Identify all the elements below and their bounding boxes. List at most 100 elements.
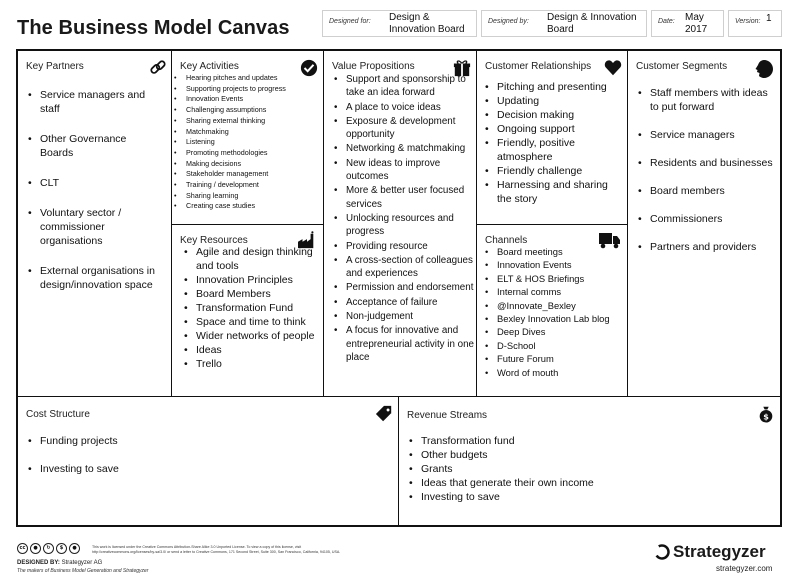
- customer-relationships-title: Customer Relationships: [485, 61, 592, 72]
- customer-segments-block: Customer Segments Staff members with ide…: [628, 51, 780, 397]
- list-item[interactable]: Making decisions: [174, 159, 318, 170]
- list-item[interactable]: A cross-section of colleagues and experi…: [334, 254, 474, 281]
- strategyzer-mark-icon: [654, 544, 670, 560]
- list-item[interactable]: Agile and design thinking and tools: [184, 245, 316, 273]
- designed-for-label: Designed for:: [329, 18, 371, 25]
- designed-for-value[interactable]: Design & Innovation Board: [389, 12, 465, 35]
- strategyzer-logo[interactable]: Strategyzer: [654, 542, 766, 562]
- person-head-icon: [755, 60, 773, 78]
- list-item[interactable]: Hearing pitches and updates: [174, 73, 318, 84]
- list-item[interactable]: Ongoing support: [485, 122, 625, 136]
- cost-structure-list: Funding projects Investing to save: [28, 434, 328, 490]
- list-item[interactable]: Other Governance Boards: [28, 132, 158, 160]
- list-item[interactable]: Innovation Events: [174, 94, 318, 105]
- list-item[interactable]: Ideas that generate their own income: [409, 476, 769, 490]
- list-item[interactable]: Permission and endorsement: [334, 281, 474, 295]
- designed-by-box: Designed by: Design & Innovation Board: [481, 10, 647, 37]
- list-item[interactable]: External organisations in design/innovat…: [28, 264, 158, 292]
- list-item[interactable]: Updating: [485, 94, 625, 108]
- list-item[interactable]: A focus for innovative and entrepreneuri…: [334, 324, 474, 364]
- list-item[interactable]: Matchmaking: [174, 127, 318, 138]
- list-item[interactable]: Other budgets: [409, 448, 769, 462]
- designed-for-box: Designed for: Design & Innovation Board: [322, 10, 477, 37]
- list-item[interactable]: Innovation Events: [485, 258, 625, 272]
- list-item[interactable]: ELT & HOS Briefings: [485, 272, 625, 286]
- customer-segments-title: Customer Segments: [636, 61, 728, 72]
- list-item[interactable]: Board Members: [184, 287, 316, 301]
- list-item[interactable]: Stakeholder management: [174, 169, 318, 180]
- list-item[interactable]: Providing resource: [334, 240, 474, 254]
- list-item[interactable]: Internal comms: [485, 285, 625, 299]
- list-item[interactable]: More & better user focused services: [334, 184, 474, 211]
- share-alike-icon: ↻: [43, 543, 54, 554]
- list-item[interactable]: @Innovate_Bexley: [485, 299, 625, 313]
- list-item[interactable]: CLT: [28, 176, 158, 190]
- list-item[interactable]: Innovation Principles: [184, 273, 316, 287]
- list-item[interactable]: Unlocking resources and progress: [334, 212, 474, 239]
- list-item[interactable]: New ideas to improve outcomes: [334, 157, 474, 184]
- list-item[interactable]: Commissioners: [638, 212, 778, 226]
- list-item[interactable]: Sharing external thinking: [174, 116, 318, 127]
- list-item[interactable]: Exposure & development opportunity: [334, 115, 474, 142]
- brand-url[interactable]: strategyzer.com: [716, 564, 773, 573]
- date-box: Date: May 2017: [651, 10, 724, 37]
- key-partners-title: Key Partners: [26, 61, 84, 72]
- list-item[interactable]: Non-judgement: [334, 310, 474, 324]
- list-item[interactable]: Staff members with ideas to put forward: [638, 86, 778, 114]
- list-item[interactable]: Future Forum: [485, 352, 625, 366]
- key-activities-block: Key Activities Hearing pitches and updat…: [172, 51, 324, 225]
- list-item[interactable]: Support and sponsorship to take an idea …: [334, 73, 474, 100]
- list-item[interactable]: Challenging assumptions: [174, 105, 318, 116]
- svg-text:$: $: [763, 411, 769, 421]
- person-icon: ●: [69, 543, 80, 554]
- list-item[interactable]: Residents and businesses: [638, 156, 778, 170]
- money-bag-icon: $: [759, 406, 773, 423]
- maker-text: The makers of Business Model Generation …: [17, 568, 149, 574]
- list-item[interactable]: Service managers and staff: [28, 88, 158, 116]
- list-item[interactable]: Training / development: [174, 180, 318, 191]
- value-propositions-title: Value Propositions: [332, 61, 415, 72]
- list-item[interactable]: Word of mouth: [485, 366, 625, 380]
- list-item[interactable]: Service managers: [638, 128, 778, 142]
- revenue-streams-title: Revenue Streams: [407, 410, 488, 421]
- list-item[interactable]: Pitching and presenting: [485, 80, 625, 94]
- designed-by-value[interactable]: Design & Innovation Board: [547, 12, 637, 35]
- list-item[interactable]: Board members: [638, 184, 778, 198]
- list-item[interactable]: Grants: [409, 462, 769, 476]
- list-item[interactable]: A place to voice ideas: [334, 101, 474, 115]
- brand-name: Strategyzer: [673, 542, 766, 561]
- list-item[interactable]: Transformation Fund: [184, 301, 316, 315]
- list-item[interactable]: Supporting projects to progress: [174, 84, 318, 95]
- list-item[interactable]: Deep Dives: [485, 325, 625, 339]
- list-item[interactable]: Creating case studies: [174, 201, 318, 212]
- list-item[interactable]: Partners and providers: [638, 240, 778, 254]
- list-item[interactable]: Friendly challenge: [485, 164, 625, 178]
- key-activities-title: Key Activities: [180, 61, 239, 72]
- list-item[interactable]: Decision making: [485, 108, 625, 122]
- list-item[interactable]: Acceptance of failure: [334, 296, 474, 310]
- list-item[interactable]: Bexley Innovation Lab blog: [485, 312, 625, 326]
- key-resources-block: Key Resources Agile and design thinking …: [172, 225, 324, 397]
- list-item[interactable]: Trello: [184, 357, 316, 371]
- list-item[interactable]: Promoting methodologies: [174, 148, 318, 159]
- list-item[interactable]: D-School: [485, 339, 625, 353]
- list-item[interactable]: Sharing learning: [174, 191, 318, 202]
- list-item[interactable]: Wider networks of people: [184, 329, 316, 343]
- list-item[interactable]: Listening: [174, 137, 318, 148]
- list-item[interactable]: Transformation fund: [409, 434, 769, 448]
- list-item[interactable]: Funding projects: [28, 434, 328, 448]
- list-item[interactable]: Friendly, positive atmosphere: [485, 136, 625, 164]
- list-item[interactable]: Voluntary sector / commissioner organisa…: [28, 206, 158, 248]
- list-item[interactable]: Board meetings: [485, 245, 625, 259]
- list-item[interactable]: Networking & matchmaking: [334, 142, 474, 156]
- value-propositions-list: Support and sponsorship to take an idea …: [334, 73, 474, 365]
- list-item[interactable]: Ideas: [184, 343, 316, 357]
- date-value[interactable]: May 2017: [685, 12, 708, 35]
- list-item[interactable]: Harnessing and sharing the story: [485, 178, 625, 206]
- customer-segments-list: Staff members with ideas to put forward …: [638, 86, 778, 268]
- value-propositions-block: Value Propositions Support and sponsorsh…: [324, 51, 477, 397]
- version-value[interactable]: 1: [766, 13, 772, 24]
- list-item[interactable]: Investing to save: [28, 462, 328, 476]
- list-item[interactable]: Space and time to think: [184, 315, 316, 329]
- list-item[interactable]: Investing to save: [409, 490, 769, 504]
